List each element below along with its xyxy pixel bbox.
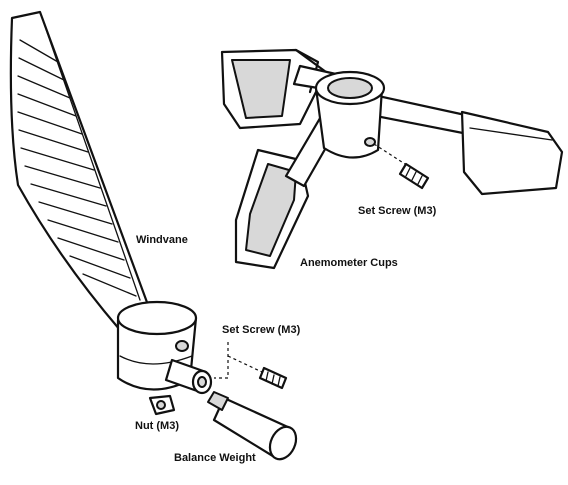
- set-screw-label-bottom: Set Screw (M3): [222, 324, 301, 336]
- windvane-label: Windvane: [136, 234, 188, 246]
- cup-left: [220, 48, 328, 130]
- balance-weight-label: Balance Weight: [174, 452, 256, 464]
- hub-shaft: [164, 358, 213, 395]
- windvane-fin: [9, 10, 150, 332]
- cup-right: [460, 110, 564, 196]
- anemometer-assembly: [220, 48, 564, 270]
- anemometer-cups-label: Anemometer Cups: [300, 257, 398, 269]
- set-screw-upper: [373, 143, 430, 190]
- set-screw-label-top: Set Screw (M3): [358, 205, 437, 217]
- windvane-assembly: [9, 10, 298, 461]
- windvane-hub: [116, 300, 198, 391]
- arm-right: [374, 94, 472, 136]
- nut-label: Nut (M3): [135, 420, 179, 432]
- balance-weight: [207, 391, 298, 461]
- nut-m3: [148, 394, 176, 416]
- set-screw-lower: [214, 342, 288, 390]
- anemometer-hub: [314, 70, 386, 159]
